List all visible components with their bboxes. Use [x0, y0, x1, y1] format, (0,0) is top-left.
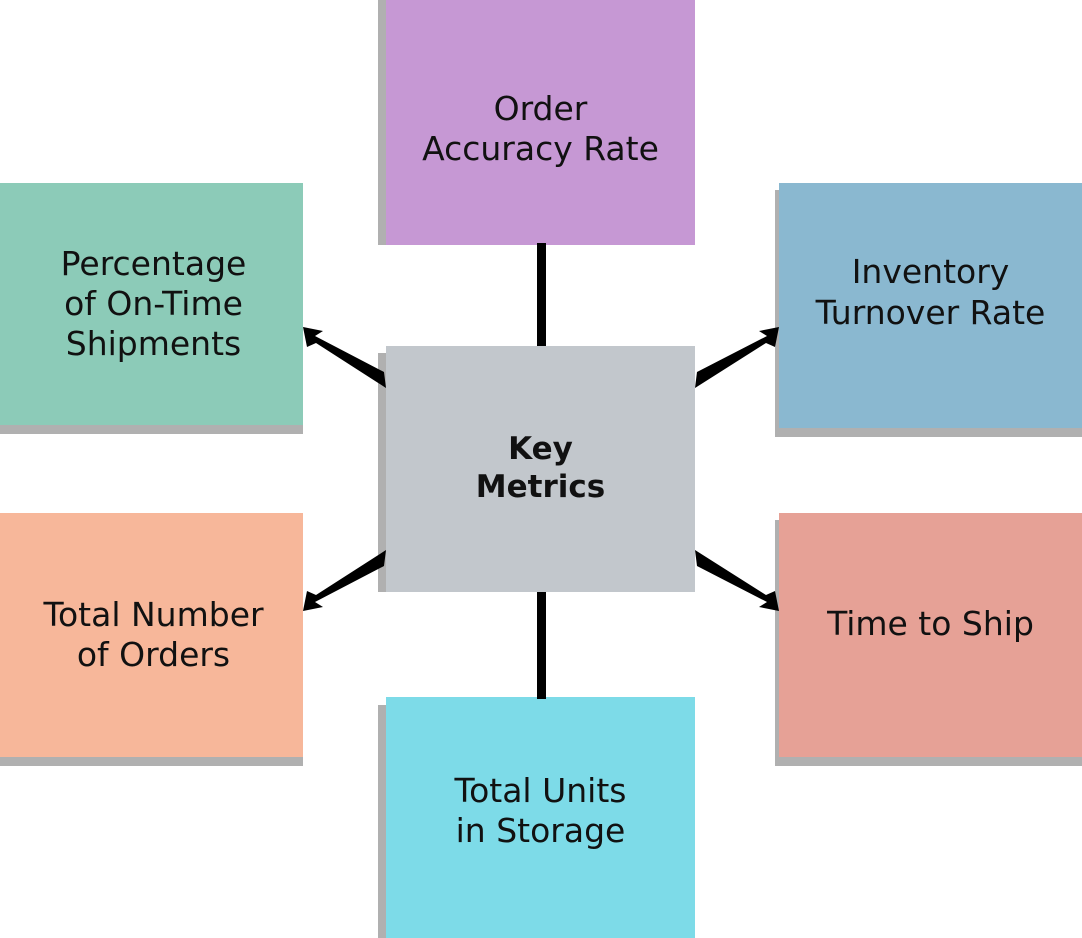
node-label-percentage-on-time-shipments: Percentage of On-Time Shipments — [60, 243, 247, 364]
node-label-total-units-in-storage: Total Units in Storage — [454, 771, 627, 851]
box-shadow-right-top-b — [779, 428, 1082, 437]
box-shadow-bottom — [378, 705, 387, 938]
node-label-time-to-ship: Time to Ship — [827, 603, 1034, 643]
connector-arrow-right-bottom — [695, 550, 779, 611]
node-percentage-on-time-shipments[interactable]: Percentage of On-Time Shipments — [0, 183, 303, 425]
connector-arrow-left-top — [303, 327, 386, 388]
box-shadow-left-bottom — [0, 757, 303, 766]
box-shadow-right-bottom-b — [779, 757, 1082, 766]
node-order-accuracy-rate[interactable]: Order Accuracy Rate — [386, 0, 695, 245]
node-label-key-metrics: Key Metrics — [475, 431, 606, 505]
node-time-to-ship[interactable]: Time to Ship — [779, 513, 1082, 757]
connector-line-bottom — [537, 590, 546, 699]
connector-arrow-right-top — [695, 327, 779, 388]
connector-arrow-left-bottom — [303, 550, 386, 611]
connector-line-top — [537, 243, 546, 348]
box-shadow-center — [378, 353, 387, 592]
node-total-units-in-storage[interactable]: Total Units in Storage — [386, 697, 695, 938]
node-total-number-of-orders[interactable]: Total Number of Orders — [0, 513, 303, 757]
box-shadow-top — [378, 0, 387, 245]
box-shadow-left-top — [0, 425, 303, 434]
node-key-metrics-hub[interactable]: Key Metrics — [386, 346, 695, 592]
node-label-order-accuracy-rate: Order Accuracy Rate — [422, 88, 659, 168]
node-label-total-number-of-orders: Total Number of Orders — [43, 594, 264, 674]
node-inventory-turnover-rate[interactable]: Inventory Turnover Rate — [779, 183, 1082, 428]
node-label-inventory-turnover-rate: Inventory Turnover Rate — [815, 252, 1046, 332]
